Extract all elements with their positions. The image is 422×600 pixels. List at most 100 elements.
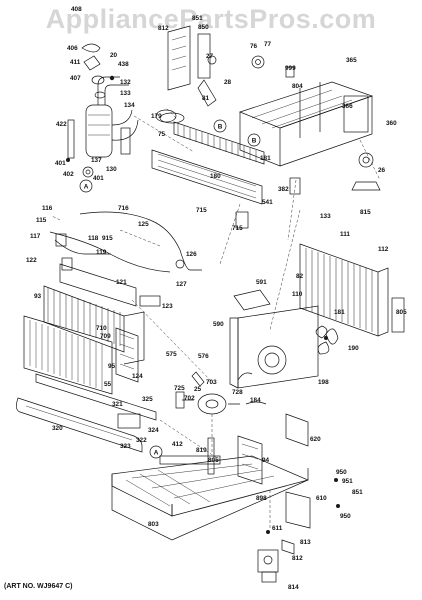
part-number: 130 [106,166,117,173]
part-number: 27 [206,53,214,60]
part-number: 850 [198,24,209,31]
part-number: 812 [292,555,303,562]
base-pan [111,455,309,541]
part-number: 715 [196,207,207,214]
terminal-block [257,530,295,583]
part-number: 610 [316,495,327,502]
tubing-assembly [49,211,202,273]
part-number: 716 [118,205,129,212]
part-number: 126 [186,251,197,258]
part-number: 401 [93,175,104,182]
part-number: 134 [124,102,135,109]
part-number: 366 [342,103,353,110]
part-number: 112 [378,246,389,253]
part-number: 703 [206,379,217,386]
part-number: 179 [151,113,162,120]
part-number: 406 [67,45,78,52]
part-number: 75 [158,131,166,138]
part-number: 360 [386,120,397,127]
part-number: 55 [104,381,112,388]
part-number: 702 [184,395,195,402]
callout-b: B [213,119,227,133]
part-number: 365 [346,57,357,64]
part-number: 28 [224,79,232,86]
part-number: 116 [42,205,53,212]
control-panel-assembly [167,25,295,107]
drip-tray [16,373,157,453]
part-number: 117 [30,233,41,240]
part-number: 25 [194,386,202,393]
part-number: 133 [320,213,331,220]
part-number: 541 [262,199,273,206]
part-number: 322 [136,437,147,444]
part-number: 915 [102,235,113,242]
svg-text:A: A [84,184,89,191]
part-number: 122 [26,257,37,264]
fan-motor [175,371,267,415]
part-number: 611 [272,525,283,532]
part-number: 422 [56,121,67,128]
part-number: 402 [63,171,74,178]
part-number: 804 [292,83,303,90]
part-number: 137 [91,157,102,164]
callout-a: A [79,179,93,193]
fan-shroud [229,305,339,389]
part-number: 93 [34,293,42,300]
part-number: 26 [378,167,386,174]
part-number: 575 [166,351,177,358]
part-number: 438 [118,61,129,68]
part-number: 851 [192,15,203,22]
blower-wheel [151,112,265,229]
condenser-coil [299,243,405,337]
part-number: 620 [310,436,321,443]
part-number: 81 [202,95,210,102]
part-number: 728 [232,389,243,396]
part-number: 320 [52,425,63,432]
part-number: 110 [292,291,303,298]
part-number: 590 [213,321,224,328]
item-179-ellipse [155,109,177,123]
part-number: 82 [296,273,304,280]
part-number: 813 [300,539,311,546]
svg-text:A: A [154,450,159,457]
part-number: 124 [132,373,143,380]
svg-text:B: B [218,124,223,131]
part-number: 325 [142,396,153,403]
part-number: 411 [70,59,81,66]
part-number: 819 [196,447,207,454]
part-number: 324 [148,427,159,434]
part-number: 181 [260,155,271,162]
part-number: 180 [210,173,221,180]
part-number: 950 [340,513,351,520]
watermark-text: AppliancePartsPros.com [46,4,377,34]
part-number: 94 [262,457,270,464]
part-number-labels: 408 406 20 438 411 407 132 133 134 422 4… [26,6,407,591]
part-number: 119 [96,249,107,256]
part-number: 111 [340,231,350,238]
part-number: 95 [108,363,116,370]
part-number: 407 [70,75,81,82]
part-number: 412 [172,441,183,448]
part-number: 181 [334,309,345,316]
part-number: 184 [250,397,261,404]
part-number: 803 [148,521,159,528]
part-number: 709 [100,333,111,340]
leader-lines [51,107,381,530]
part-number: 190 [348,345,359,352]
callout-b-right: B [247,133,261,147]
part-number: 382 [278,186,289,193]
front-grille [23,315,139,395]
art-number: (ART NO. WJ9647 C) [4,583,72,590]
part-number: 815 [360,209,371,216]
part-number: 725 [174,385,185,392]
part-number: 999 [285,65,296,72]
part-number: 121 [116,279,127,286]
part-number: 198 [318,379,329,386]
evaporator-coil [43,263,161,365]
part-number: 132 [120,79,131,86]
part-number: 951 [342,478,353,485]
part-number: 950 [336,469,347,476]
frame-assembly [238,81,381,195]
part-number: 805 [396,309,407,316]
